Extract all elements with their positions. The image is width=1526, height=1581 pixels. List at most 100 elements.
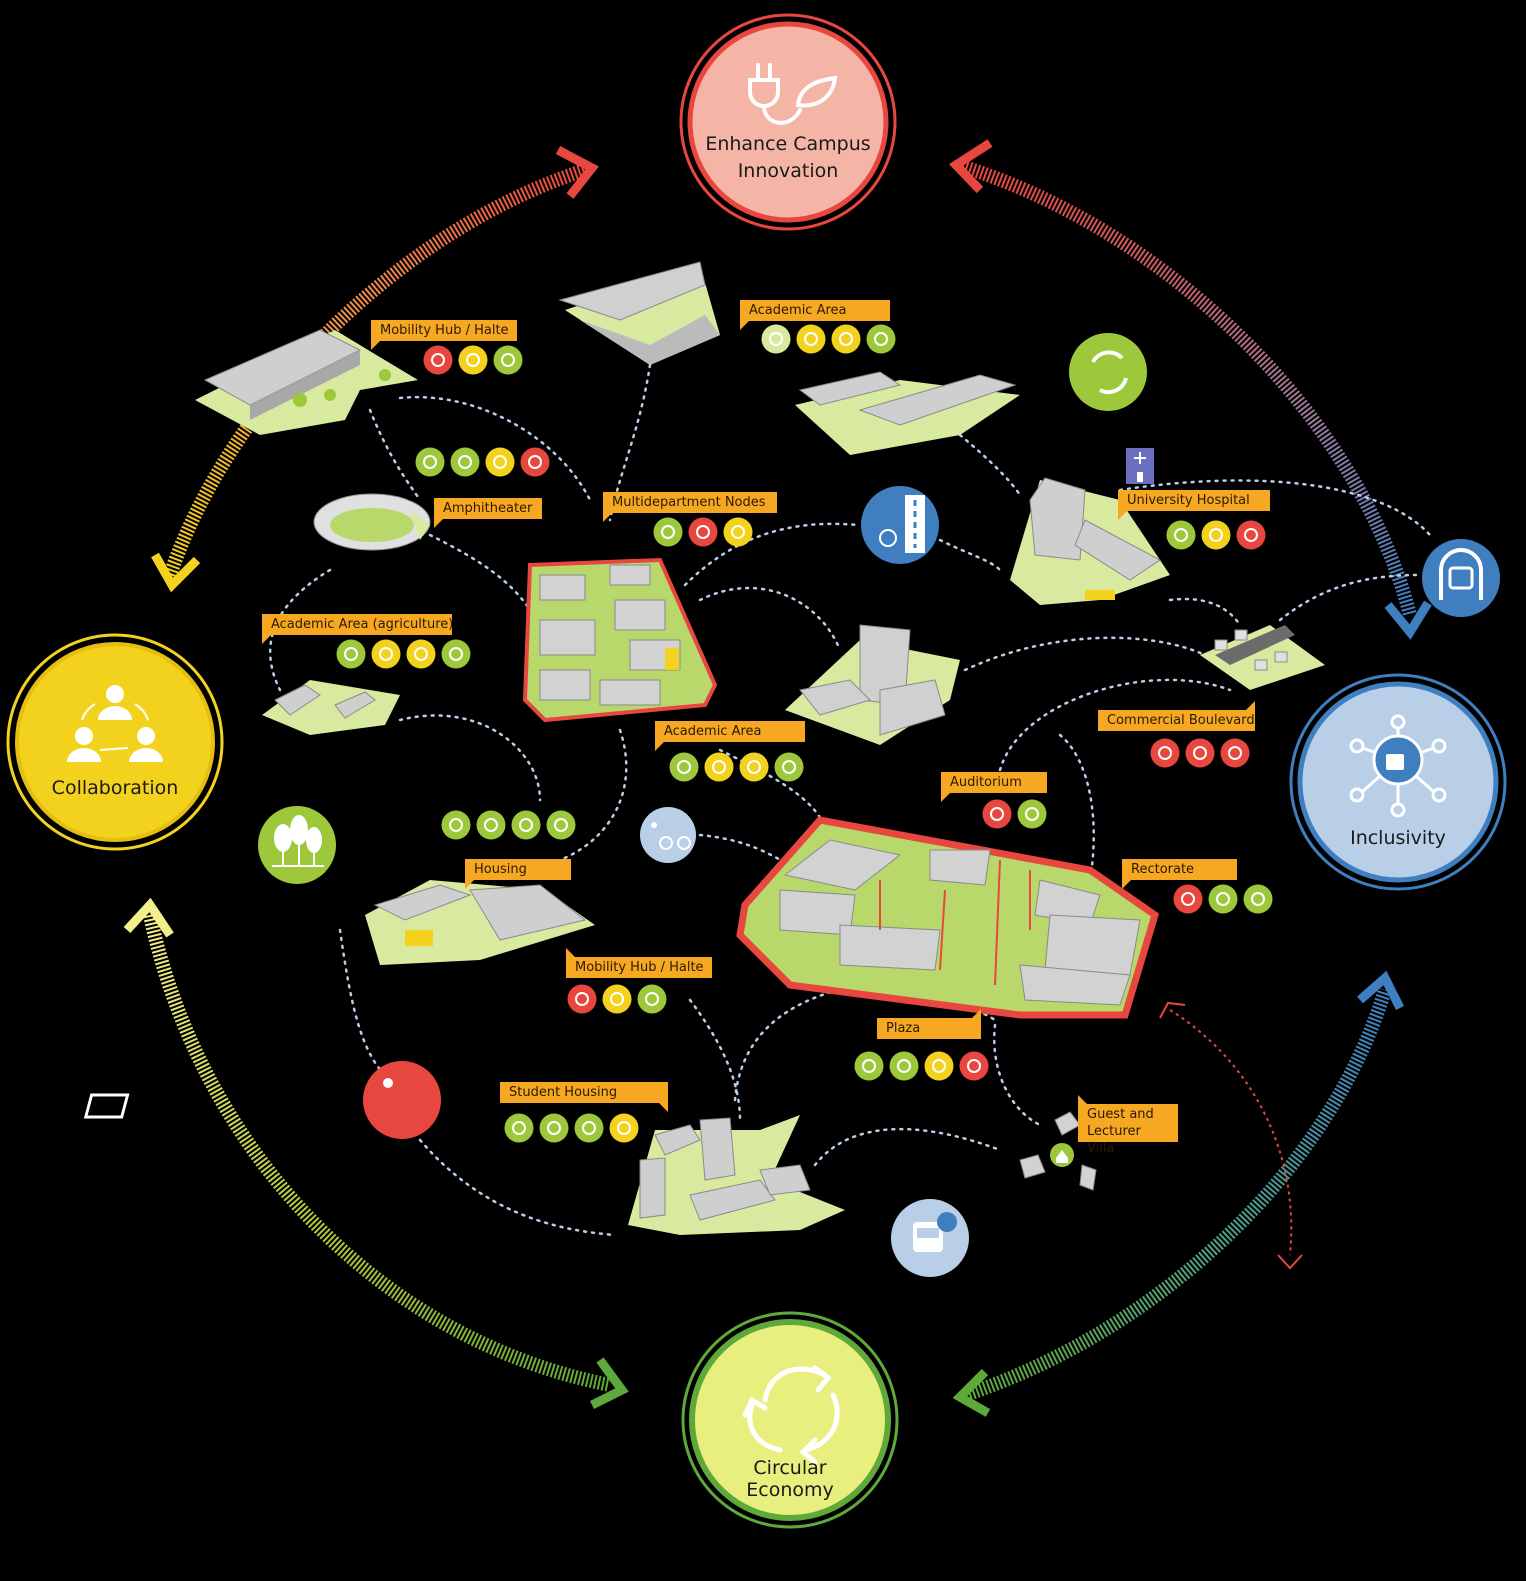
site-housing	[365, 880, 595, 965]
facility-icon-glyph	[932, 1059, 946, 1073]
facility-icon-glyph	[677, 760, 691, 774]
facility-icon	[609, 1113, 639, 1143]
facility-icon	[511, 810, 541, 840]
facility-icon-glyph	[1244, 528, 1258, 542]
hub-circular-economy	[681, 1311, 899, 1529]
hub-collaboration-line1: Collaboration	[51, 777, 179, 799]
facility-icon	[602, 984, 632, 1014]
facility-icon	[567, 984, 597, 1014]
facility-icon-glyph	[344, 647, 358, 661]
facility-icon	[761, 324, 791, 354]
facility-icon	[889, 1051, 919, 1081]
hub-inclusivity-line1: Inclusivity	[1350, 827, 1446, 849]
facility-icon	[982, 799, 1012, 829]
facility-icon	[688, 517, 718, 547]
facility-icon-glyph	[414, 647, 428, 661]
facility-icon-glyph	[1174, 528, 1188, 542]
facility-icon-glyph	[804, 332, 818, 346]
facility-icon-glyph	[379, 647, 393, 661]
label-guest-villa-line2: Lecturer Villa	[1087, 1124, 1141, 1156]
facility-icon-glyph	[1181, 892, 1195, 906]
facility-icon-glyph	[493, 455, 507, 469]
facility-icon-glyph	[554, 818, 568, 832]
label-amphitheater: Amphitheater	[434, 498, 542, 528]
facility-icon	[493, 345, 523, 375]
facility-icon	[1208, 884, 1238, 914]
facility-icon	[1166, 520, 1196, 550]
label-academic-area-1: Academic Area	[740, 300, 890, 330]
facility-icon	[1173, 884, 1203, 914]
facility-icon	[924, 1051, 954, 1081]
facility-icon-rows	[336, 324, 1273, 1143]
facility-icon-glyph	[1193, 746, 1207, 760]
solar-panel-badge	[83, 1061, 441, 1139]
label-auditorium: Auditorium	[941, 772, 1047, 802]
facility-icon	[476, 810, 506, 840]
hub-circular-line1: Circular	[753, 1457, 827, 1479]
label-guest-villa: Guest and Lecturer Villa	[1078, 1095, 1178, 1156]
facility-icon-glyph	[731, 525, 745, 539]
electric-bus-badge	[891, 1199, 969, 1277]
label-plaza: Plaza	[877, 1009, 981, 1039]
plug-leaf-icon	[748, 63, 838, 125]
hub-innovation-line1: Enhance Campus	[705, 133, 871, 155]
facility-icon	[704, 752, 734, 782]
facility-icon	[406, 639, 436, 669]
facility-icon-glyph	[547, 1121, 561, 1135]
facility-icon	[1220, 738, 1250, 768]
facility-icon	[1236, 520, 1266, 550]
site-commercial-houses	[1200, 625, 1325, 690]
facility-icon	[653, 517, 683, 547]
site-north-curve	[558, 261, 720, 365]
facility-icon	[520, 447, 550, 477]
facility-icon-glyph	[1228, 746, 1242, 760]
road-pedestrian-badge	[861, 486, 939, 564]
site-mobility-hub-1	[195, 329, 418, 435]
facility-icon-glyph	[874, 332, 888, 346]
metro-train-badge	[1422, 539, 1500, 617]
facility-icon	[774, 752, 804, 782]
site-amphitheater	[313, 493, 431, 551]
hub-collaboration-title: Collaboration	[20, 775, 210, 802]
hub-circular-title: Circular Economy	[695, 1455, 885, 1504]
facility-icon	[423, 345, 453, 375]
label-guest-villa-line1: Guest and	[1087, 1107, 1154, 1122]
facility-icon-glyph	[423, 455, 437, 469]
facility-icon-glyph	[617, 1121, 631, 1135]
facility-icon-glyph	[484, 818, 498, 832]
facility-icon-glyph	[512, 1121, 526, 1135]
facility-icon-glyph	[1251, 892, 1265, 906]
hub-collaboration	[6, 633, 224, 851]
facility-icon	[371, 639, 401, 669]
facility-icon-glyph	[897, 1059, 911, 1073]
facility-icon-glyph	[501, 353, 515, 367]
facility-icon-glyph	[1025, 807, 1039, 821]
site-main-campus-core	[736, 816, 1160, 1019]
facility-icon	[539, 1113, 569, 1143]
trees-badge	[258, 806, 336, 884]
label-mobility-hub-1: Mobility Hub / Halte	[371, 320, 517, 350]
arrowhead-innovation-right	[948, 139, 993, 194]
label-rectorate: Rectorate	[1122, 859, 1237, 889]
label-commercial-boulevard: Commercial Boulevard	[1098, 701, 1255, 731]
facility-icon	[504, 1113, 534, 1143]
arrowhead-inclusivity-bottom	[1357, 970, 1405, 1011]
label-academic-area-2: Academic Area	[655, 721, 805, 751]
facility-icon-glyph	[1216, 892, 1230, 906]
site-student-housing	[628, 1115, 845, 1235]
recycle-icon	[742, 1365, 840, 1465]
facility-icon	[441, 639, 471, 669]
facility-icon	[959, 1051, 989, 1081]
label-student-housing: Student Housing	[500, 1082, 668, 1112]
arc-collaboration-innovation	[163, 163, 588, 578]
facility-icon-glyph	[610, 992, 624, 1006]
facility-icon-glyph	[967, 1059, 981, 1073]
facility-icon-glyph	[661, 525, 675, 539]
site-guest-villa	[1019, 1111, 1097, 1191]
label-mobility-hub-2: Mobility Hub / Halte	[566, 948, 712, 978]
facility-icon-glyph	[696, 525, 710, 539]
facility-icon-glyph	[528, 455, 542, 469]
facility-icon	[866, 324, 896, 354]
facility-icon-glyph	[1209, 528, 1223, 542]
